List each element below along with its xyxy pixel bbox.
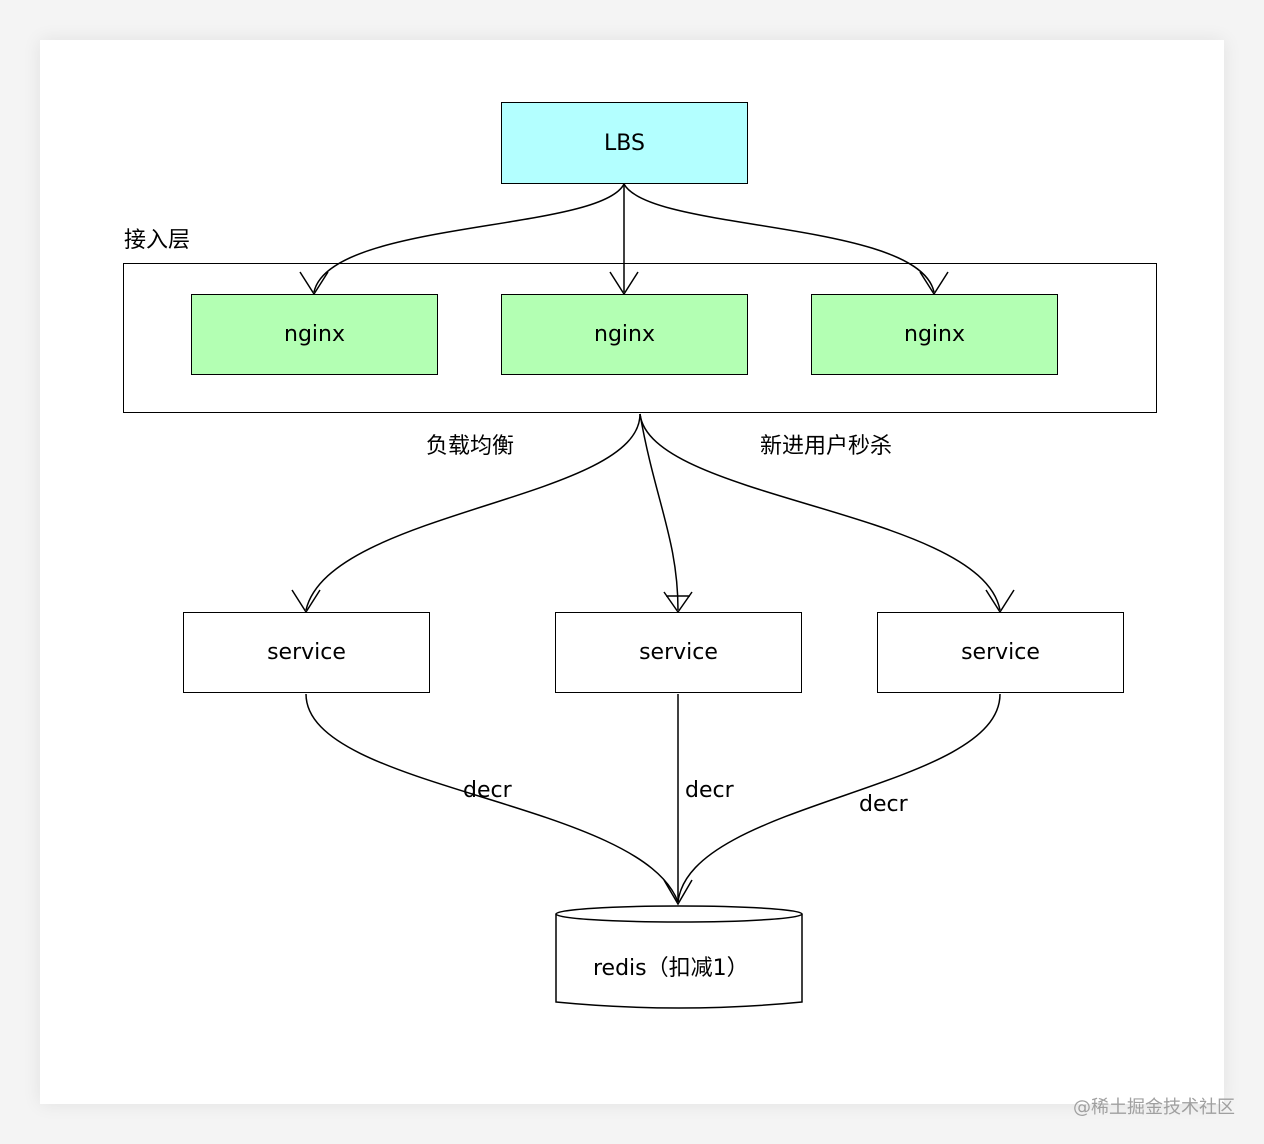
nginx-node-label: nginx [594, 322, 655, 347]
nginx-node-3: nginx [811, 294, 1058, 375]
diagram-canvas [40, 40, 1224, 1104]
arrowhead-redis [663, 879, 693, 906]
redis-cylinder-body [555, 914, 803, 1009]
nginx-node-2: nginx [501, 294, 748, 375]
service-node-3: service [877, 612, 1124, 693]
load-balance-label: 负载均衡 [426, 434, 515, 459]
edge-layer-service-3 [639, 413, 1001, 611]
redis-cylinder-top [555, 905, 803, 923]
lbs-node: LBS [501, 102, 748, 184]
nginx-node-label: nginx [284, 322, 345, 347]
service-node-label: service [267, 640, 346, 665]
nginx-node-label: nginx [904, 322, 965, 347]
edge-layer-service-2 [639, 413, 679, 611]
edge-service-redis-1 [305, 693, 679, 903]
service-node-1: service [183, 612, 430, 693]
service-node-2: service [555, 612, 802, 693]
service-node-label: service [639, 640, 718, 665]
edge-layer-service-1 [305, 413, 641, 611]
decr-label-2: decr [685, 778, 734, 803]
edge-service-redis-3 [677, 693, 1001, 903]
redis-node-label: redis（扣减1） [593, 956, 749, 981]
watermark: @稀土掘金技术社区 [1073, 1097, 1235, 1118]
edge-lbs-nginx-1 [313, 183, 625, 293]
decr-label-3: decr [859, 792, 908, 817]
service-node-label: service [961, 640, 1040, 665]
access-layer-label: 接入层 [124, 228, 191, 253]
edge-lbs-nginx-3 [623, 183, 935, 293]
access-layer-frame [123, 263, 1157, 413]
nginx-node-1: nginx [191, 294, 438, 375]
new-user-seckill-label: 新进用户秒杀 [760, 434, 893, 459]
decr-label-1: decr [463, 778, 512, 803]
lbs-node-label: LBS [604, 130, 645, 156]
